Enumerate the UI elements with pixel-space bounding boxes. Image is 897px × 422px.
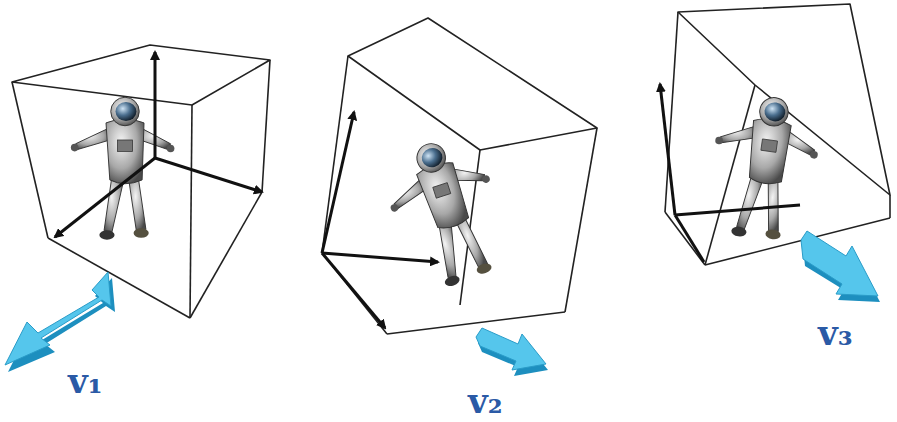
vector-label: v₁ (68, 364, 103, 398)
vector-label: v₃ (818, 316, 853, 350)
vector-label: v₂ (468, 384, 503, 418)
